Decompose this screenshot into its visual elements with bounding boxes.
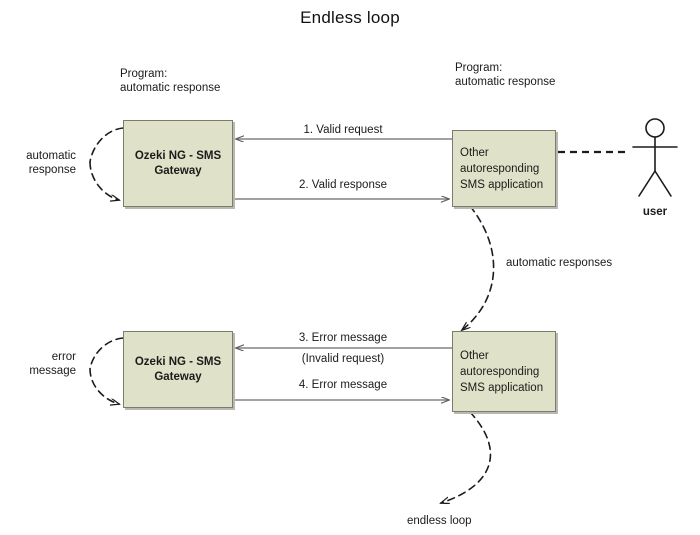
self-loop-automatic-response (89, 127, 124, 200)
node-gateway-top[interactable]: Ozeki NG - SMS Gateway (123, 120, 233, 207)
node-other-app-bottom[interactable]: Other autoresponding SMS application (452, 331, 556, 412)
user-actor-icon (632, 118, 678, 197)
label-automatic-response: automatic response (26, 150, 76, 176)
actor-label-user: user (642, 206, 668, 218)
flow-curve-endless-loop (441, 411, 492, 503)
flow-curve-automatic-responses (462, 205, 495, 330)
message-sublabel-3: (Invalid request) (301, 353, 385, 365)
message-label-2: 2. Valid response (298, 179, 387, 191)
self-loop-error-message (89, 337, 124, 404)
node-gateway-bottom[interactable]: Ozeki NG - SMS Gateway (123, 331, 233, 408)
flow-label-automatic-responses: automatic responses (506, 257, 613, 269)
node-other-app-top-label: Other autoresponding SMS application (460, 146, 544, 191)
node-gateway-top-label: Ozeki NG - SMS Gateway (134, 149, 222, 177)
flow-label-endless-loop: endless loop (407, 515, 472, 527)
caption-program-left: Program: automatic response (120, 68, 221, 94)
node-other-app-bottom-label: Other autoresponding SMS application (460, 349, 544, 394)
node-other-app-top[interactable]: Other autoresponding SMS application (452, 130, 556, 207)
page-title: Endless loop (300, 8, 400, 27)
label-error-message: error message (29, 351, 76, 377)
caption-program-right: Program: automatic response (455, 62, 556, 88)
message-label-4: 4. Error message (298, 379, 388, 391)
node-gateway-bottom-label: Ozeki NG - SMS Gateway (134, 355, 222, 383)
message-label-3: 3. Error message (298, 332, 388, 344)
message-label-1: 1. Valid request (303, 124, 383, 136)
